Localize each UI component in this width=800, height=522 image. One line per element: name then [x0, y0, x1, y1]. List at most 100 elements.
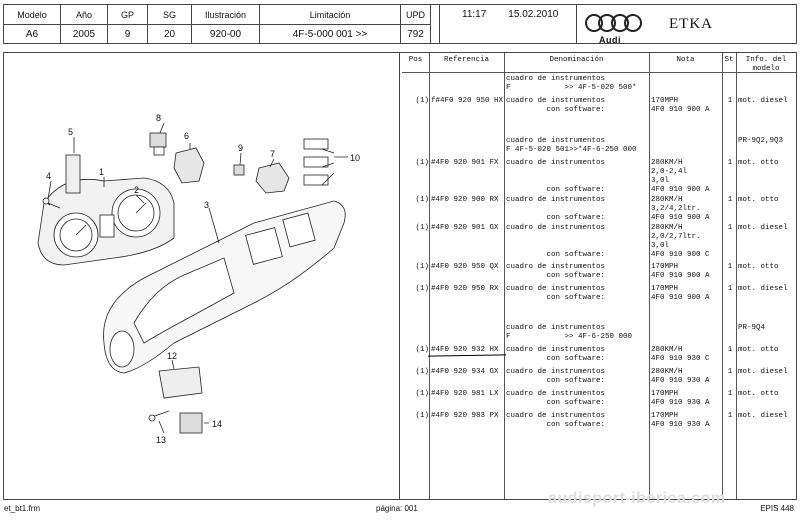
footer-form: et_bt1.frm: [4, 504, 41, 513]
cell-den: cuadro de instrumentos con software:: [506, 263, 606, 280]
header-gp: GP 9: [108, 5, 148, 43]
cell-note: 280KM/H 3,2/4,2ltr. 4F0 910 900 A: [651, 196, 710, 222]
parts-illustration[interactable]: 5 4 1 2 3 8 6 9 7 10 12 13 14: [4, 53, 400, 499]
header-label: UPD: [401, 5, 430, 25]
cell-ref: #4F0 920 981 LX: [431, 390, 499, 398]
callout-14[interactable]: 14: [212, 419, 222, 429]
cell-note: 170MPH 4F0 910 900 A: [651, 285, 710, 302]
cell-den: cuadro de instrumentos con software:: [506, 412, 606, 429]
callout-4[interactable]: 4: [46, 171, 51, 181]
cell-note: 280KM/H 4F0 910 930 A: [651, 368, 710, 385]
cell-den: cuadro de instrumentos con software:: [506, 368, 606, 385]
callout-9[interactable]: 9: [238, 143, 243, 153]
cell-st: 1: [727, 159, 733, 167]
header-timestamp: 11:17 15.02.2010: [440, 5, 577, 43]
cell-den: cuadro de instrumentos F >> 4F-5-020 500…: [506, 75, 637, 92]
header-date: 15.02.2010: [508, 9, 559, 20]
cell-den: cuadro de instrumentos con software:: [506, 346, 606, 363]
cell-info: mot. otto: [738, 390, 779, 398]
header-modelo: Modelo A6: [4, 5, 61, 43]
header-sg: SG 20: [148, 5, 192, 43]
cell-st: 1: [727, 224, 733, 232]
header-value: 9: [124, 29, 131, 40]
cell-pos: (1): [415, 368, 429, 376]
callout-8[interactable]: 8: [156, 113, 161, 123]
header-value: 792: [407, 29, 424, 40]
cell-den: cuadro de instrumentos con software:: [506, 224, 606, 259]
callout-7[interactable]: 7: [270, 149, 275, 159]
cell-st: 1: [727, 390, 733, 398]
catalog-frame: 5 4 1 2 3 8 6 9 7 10 12 13 14 Pos Refere…: [3, 52, 797, 500]
audi-logo-icon: Audi: [585, 13, 645, 45]
callout-12[interactable]: 12: [167, 351, 177, 361]
cell-st: 1: [727, 285, 733, 293]
header-value: 4F-5-000 001 >>: [292, 29, 368, 40]
brand-name: Audi: [599, 35, 621, 45]
col-header-st: St: [724, 56, 734, 64]
header-upd: UPD 792: [401, 5, 431, 43]
cell-pos: (1): [415, 346, 429, 354]
header-label: Ilustración: [192, 5, 259, 25]
cell-pos: (1): [415, 224, 429, 232]
cell-pos: (1): [415, 159, 429, 167]
cell-ref: #4F0 920 932 HX: [431, 346, 499, 354]
cell-pos: (1): [415, 196, 429, 204]
col-header-info: Info. del modelo: [745, 56, 787, 73]
cell-st: 1: [727, 97, 733, 105]
callout-5[interactable]: 5: [68, 127, 73, 137]
cell-note: 170MPH 4F0 910 930 A: [651, 412, 710, 429]
cell-info: PR-9Q4: [738, 324, 766, 332]
cell-info: mot. otto: [738, 159, 779, 167]
cell-pos: (1): [415, 97, 429, 105]
exploded-diagram: 5 4 1 2 3 8 6 9 7 10 12 13 14: [37, 113, 360, 445]
cell-info: mot. diesel: [738, 224, 788, 232]
cell-pos: (1): [415, 285, 429, 293]
cell-den: cuadro de instrumentos F >> 4F-6-250 000: [506, 324, 633, 341]
cell-st: 1: [727, 368, 733, 376]
callout-3[interactable]: 3: [204, 200, 209, 210]
header-label: SG: [148, 5, 191, 25]
callout-2[interactable]: 2: [134, 185, 139, 195]
cell-den: cuadro de instrumentos con software:: [506, 196, 606, 222]
cell-st: 1: [727, 263, 733, 271]
cell-info: mot. diesel: [738, 285, 788, 293]
cell-ref: #4F0 920 901 FX: [431, 159, 499, 167]
header-ilustracion: Ilustración 920-00: [192, 5, 260, 43]
watermark: audisport-iberica.com: [548, 490, 726, 507]
header-time: 11:17: [462, 9, 487, 20]
header-label: Limitación: [260, 5, 400, 25]
cell-info: mot. diesel: [738, 412, 788, 420]
cell-st: 1: [727, 346, 733, 354]
cell-info: mot. otto: [738, 196, 779, 204]
col-header-pos: Pos: [408, 56, 423, 64]
cell-info: mot. diesel: [738, 97, 788, 105]
cell-den: cuadro de instrumentos con software:: [506, 390, 606, 407]
header-value: A6: [25, 29, 39, 40]
cell-ref: #4F0 920 900 RX: [431, 196, 499, 204]
callout-13[interactable]: 13: [156, 435, 166, 445]
cell-note: 170MPH 4F0 910 930 A: [651, 390, 710, 407]
cell-note: 280KM/H 4F0 910 930 C: [651, 346, 710, 363]
cell-note: 170MPH 4F0 910 900 A: [651, 97, 710, 114]
cell-note: 280KM/H 2,0/2,7ltr. 3,0l 4F0 910 900 C: [651, 224, 710, 259]
brand-area: Audi ETKA: [577, 5, 796, 45]
footer-epis: EPIS 448: [760, 504, 794, 513]
cell-den: cuadro de instrumentos F 4F-5-020 501>>*…: [506, 137, 637, 154]
parts-table: Pos Referencia Denominación Nota St Info…: [402, 53, 796, 499]
app-title: ETKA: [669, 15, 713, 32]
header-ano: Año 2005: [61, 5, 108, 43]
callout-10[interactable]: 10: [350, 153, 360, 163]
cell-info: mot. otto: [738, 263, 779, 271]
cell-ref: #4F0 920 950 QX: [431, 263, 499, 271]
header-value: 920-00: [209, 29, 242, 40]
callout-6[interactable]: 6: [184, 131, 189, 141]
cell-pos: (1): [415, 390, 429, 398]
header-bar: Modelo A6 Año 2005 GP 9 SG 20 Ilustració…: [3, 4, 797, 45]
cell-st: 1: [727, 196, 733, 204]
highlight-underline: [427, 354, 507, 357]
callout-1[interactable]: 1: [99, 167, 104, 177]
header-value: 2005: [72, 29, 96, 40]
cell-note: 280KM/H 2,0-2,4l 3,0l 4F0 910 900 A: [651, 159, 710, 194]
cell-pos: (1): [415, 412, 429, 420]
header-label: Modelo: [4, 5, 60, 25]
